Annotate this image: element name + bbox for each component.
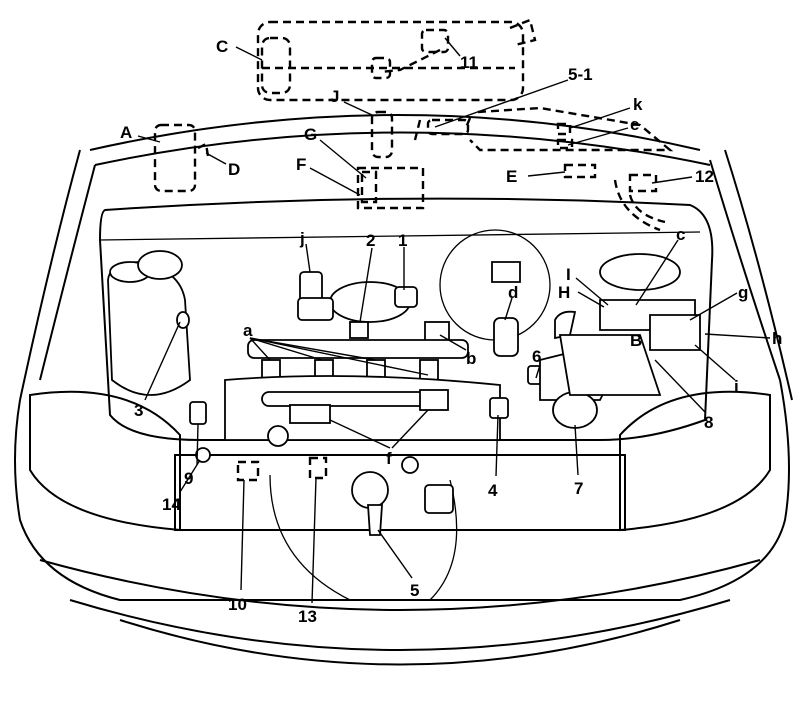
label-2: 2 (366, 231, 375, 250)
label-j: j (299, 229, 305, 248)
label-4: 4 (488, 481, 498, 500)
label-6: 6 (532, 347, 541, 366)
label-c: c (676, 225, 685, 244)
label-3: 3 (134, 401, 143, 420)
label-i: i (734, 377, 739, 396)
label-b: b (466, 349, 476, 368)
label-d: d (508, 283, 518, 302)
label-1: 1 (398, 231, 407, 250)
label-J: J (330, 87, 339, 106)
label-f: f (386, 449, 392, 468)
label-13: 13 (298, 607, 317, 626)
label-C: C (216, 37, 228, 56)
label-G: G (304, 125, 317, 144)
label-a: a (243, 321, 253, 340)
label-B: B (630, 331, 642, 350)
leader-lines (137, 37, 771, 604)
label-11: 11 (460, 53, 478, 72)
label-h: h (772, 329, 782, 348)
callout-labels: C 11 5-1 A D G J F k e E 12 c I H g h i … (120, 37, 782, 626)
label-14: 14 (162, 495, 181, 514)
label-10: 10 (228, 595, 247, 614)
label-5-1: 5-1 (568, 65, 593, 84)
car-body-outline (14, 114, 793, 666)
label-e: e (630, 115, 639, 134)
label-12: 12 (695, 167, 714, 186)
engine-components (107, 229, 701, 601)
label-9: 9 (184, 469, 193, 488)
label-7: 7 (574, 479, 583, 498)
label-g: g (738, 283, 748, 302)
label-E: E (506, 167, 517, 186)
label-A: A (120, 123, 132, 142)
label-k: k (633, 95, 643, 114)
label-8: 8 (704, 413, 713, 432)
label-F: F (296, 155, 306, 174)
label-5: 5 (410, 581, 419, 600)
label-I: I (566, 265, 571, 284)
label-H: H (558, 283, 570, 302)
label-D: D (228, 160, 240, 179)
interior-dashed-outlines (153, 18, 674, 232)
